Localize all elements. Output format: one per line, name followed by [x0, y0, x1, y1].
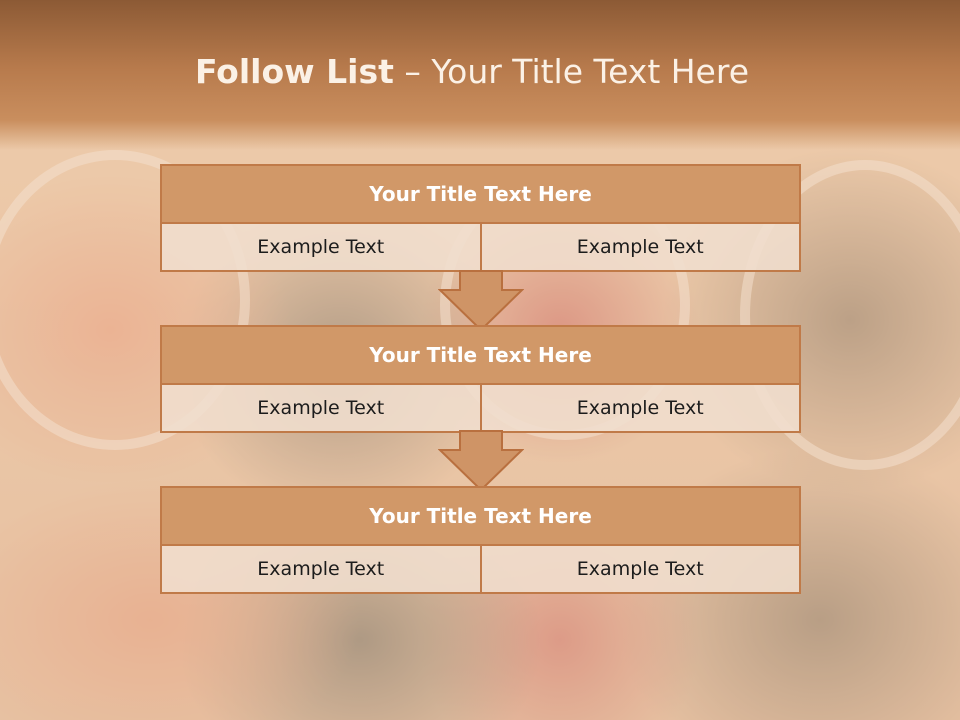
example-text-right: Example Text	[479, 224, 799, 270]
down-arrow-icon	[438, 270, 524, 332]
slide-title: Follow List – Your Title Text Here	[0, 52, 944, 91]
title-bold: Follow List	[194, 52, 394, 91]
list-block-2: Your Title Text Here Example Text Exampl…	[160, 325, 801, 433]
block-row: Example Text Example Text	[162, 385, 799, 431]
header-band	[0, 0, 960, 150]
block-row: Example Text Example Text	[162, 546, 799, 592]
example-text-right: Example Text	[479, 546, 799, 592]
block-title: Your Title Text Here	[162, 166, 799, 224]
example-text-left: Example Text	[162, 546, 480, 592]
block-title: Your Title Text Here	[162, 327, 799, 385]
down-arrow-icon	[438, 430, 524, 492]
title-rest: – Your Title Text Here	[404, 52, 750, 91]
list-block-3: Your Title Text Here Example Text Exampl…	[160, 486, 801, 594]
block-title: Your Title Text Here	[162, 488, 799, 546]
example-text-right: Example Text	[479, 385, 799, 431]
example-text-left: Example Text	[162, 385, 480, 431]
list-block-1: Your Title Text Here Example Text Exampl…	[160, 164, 801, 272]
block-row: Example Text Example Text	[162, 224, 799, 270]
example-text-left: Example Text	[162, 224, 480, 270]
